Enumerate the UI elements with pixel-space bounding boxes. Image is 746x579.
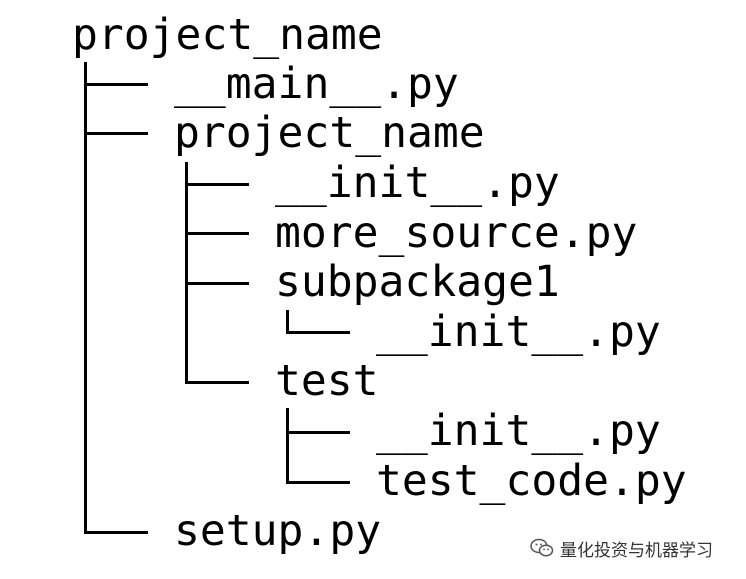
trunk-line-subpackage1: [286, 310, 289, 333]
branch-test-code-py: [286, 481, 350, 484]
branch-test-dir: [185, 381, 249, 384]
trunk-line-test: [286, 408, 289, 484]
branch-project-name-pkg: [84, 132, 148, 135]
node-subpackage1: subpackage1: [275, 257, 560, 307]
branch-setup-py: [84, 531, 148, 534]
node-test-code-py: test_code.py: [376, 456, 687, 506]
node-init-py-3: __init__.py: [376, 406, 661, 456]
branch-more-source-py: [185, 232, 249, 235]
trunk-line-depth1: [84, 62, 87, 534]
branch-main-py: [84, 83, 148, 86]
watermark: 量化投资与机器学习: [530, 535, 713, 561]
node-init-py-1: __init__.py: [275, 158, 560, 208]
node-more-source-py: more_source.py: [275, 208, 638, 258]
watermark-text: 量化投资与机器学习: [560, 540, 713, 561]
node-main-py: __main__.py: [174, 59, 459, 109]
node-project-name-pkg: project_name: [174, 108, 485, 158]
branch-init-py-3: [286, 431, 350, 434]
trunk-line-depth2: [185, 162, 188, 383]
node-test-dir: test: [275, 356, 379, 406]
branch-subpackage1: [185, 282, 249, 285]
branch-init-py-1: [185, 183, 249, 186]
wechat-icon: [530, 538, 554, 558]
node-setup-py: setup.py: [174, 506, 382, 556]
branch-init-py-2: [286, 331, 350, 334]
tree-root-label: project_name: [72, 10, 383, 60]
node-init-py-2: __init__.py: [376, 307, 661, 357]
